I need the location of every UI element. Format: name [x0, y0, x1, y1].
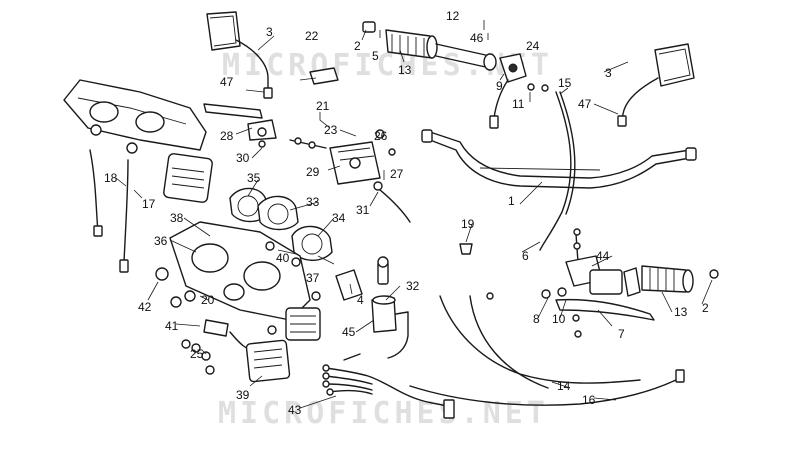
callout-10: 10 [552, 312, 566, 326]
callout-14: 14 [557, 379, 571, 393]
callout-22: 22 [305, 29, 319, 43]
upper-dash-panel [63, 79, 213, 273]
right-mirror [617, 43, 695, 127]
callout-4: 4 [357, 293, 364, 307]
callout-23: 23 [324, 123, 338, 137]
callout-2-top: 2 [354, 39, 361, 53]
callout-9: 9 [496, 79, 503, 93]
lower-left-fittings [181, 319, 291, 383]
callout-13-top: 13 [398, 63, 412, 77]
callout-37: 37 [306, 271, 320, 285]
callout-2-right: 2 [702, 301, 709, 315]
handlebar [421, 129, 697, 189]
callout-25: 25 [190, 347, 204, 361]
right-lever-assembly [541, 228, 719, 338]
callout-12: 12 [446, 9, 460, 23]
callout-33: 33 [306, 195, 320, 209]
callout-3-left: 3 [266, 25, 273, 39]
callout-36: 36 [154, 234, 168, 248]
callout-26: 26 [374, 129, 388, 143]
instrument-cluster [155, 187, 333, 341]
callout-19: 19 [461, 217, 475, 231]
switch-plate [309, 67, 339, 85]
callout-42: 42 [138, 300, 152, 314]
callout-18: 18 [104, 171, 118, 185]
callout-44: 44 [596, 249, 610, 263]
callout-28: 28 [220, 129, 234, 143]
callout-30: 30 [236, 151, 250, 165]
callout-20: 20 [201, 293, 215, 307]
choke-lever [203, 103, 277, 148]
left-switch-housing [289, 129, 411, 223]
callout-7: 7 [618, 327, 625, 341]
ignition-switch [335, 256, 409, 359]
callout-46: 46 [470, 31, 484, 45]
callout-29: 29 [306, 165, 320, 179]
rubber-grommet [459, 243, 473, 255]
callout-41: 41 [165, 319, 179, 333]
cables [409, 91, 685, 406]
top-throttle-grip [362, 21, 549, 129]
callout-40: 40 [276, 251, 290, 265]
callout-32: 32 [406, 279, 420, 293]
callout-11: 11 [512, 97, 525, 111]
callout-34: 34 [332, 211, 346, 225]
callout-3-right: 3 [605, 66, 612, 80]
callout-1: 1 [508, 194, 515, 208]
callout-38: 38 [170, 211, 184, 225]
callout-21: 21 [316, 99, 330, 113]
callout-45: 45 [342, 325, 356, 339]
left-mirror [206, 11, 273, 99]
callout-24: 24 [526, 39, 540, 53]
wiring-harness [322, 353, 455, 419]
callout-43: 43 [288, 403, 302, 417]
callout-labels: 1 2 2 3 3 4 5 6 7 8 9 10 11 12 13 13 14 … [104, 9, 709, 417]
leader-lines [115, 20, 713, 409]
callout-39: 39 [236, 388, 250, 402]
callout-15: 15 [558, 76, 572, 90]
watermark-bottom: MICROFICHES.NET [218, 396, 549, 431]
callout-47-left: 47 [220, 75, 234, 89]
callout-8: 8 [533, 312, 540, 326]
callout-47-right: 47 [578, 97, 592, 111]
callout-5: 5 [372, 49, 379, 63]
callout-16: 16 [582, 393, 596, 407]
callout-27: 27 [390, 167, 404, 181]
callout-17: 17 [142, 197, 156, 211]
callout-6: 6 [522, 249, 529, 263]
callout-13-right: 13 [674, 305, 688, 319]
callout-35: 35 [247, 171, 261, 185]
callout-31: 31 [356, 203, 370, 217]
